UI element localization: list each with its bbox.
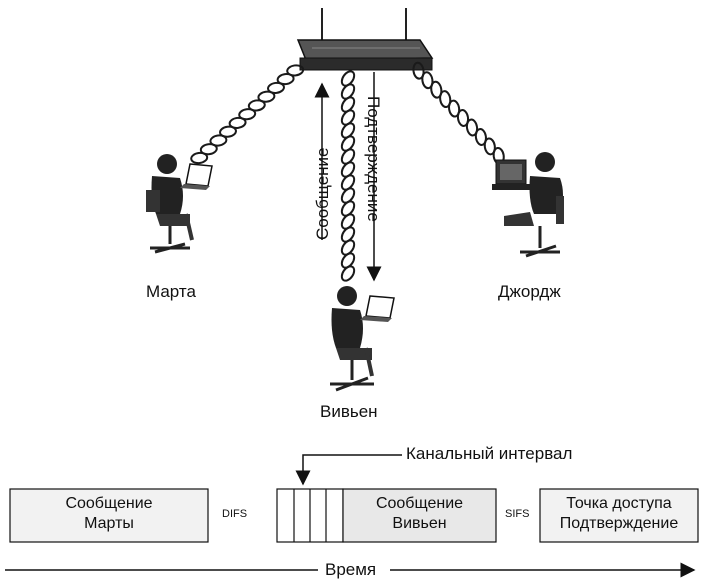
coil-loop <box>340 83 356 100</box>
coil-loop <box>340 122 356 139</box>
vivien-message-line1: Сообщение <box>375 495 464 512</box>
slot-interval-label: Канальный интервал <box>406 444 573 463</box>
coil-loop <box>199 143 218 156</box>
marta-radio-link <box>190 64 305 165</box>
coil-loop <box>340 174 356 191</box>
vivien-radio-link <box>340 70 356 282</box>
coil-loop <box>219 125 237 138</box>
vivien-message-line2: Вивьен <box>392 515 447 532</box>
slot-pointer <box>295 454 402 486</box>
coil-loop <box>340 109 356 126</box>
coil-loop <box>340 187 356 204</box>
vivien-label: Вивьен <box>320 402 378 421</box>
coil-loop <box>412 61 425 80</box>
coil-loop <box>421 71 434 90</box>
sifs-label: SIFS <box>505 508 530 520</box>
coil-loop <box>340 200 356 217</box>
coil-loop <box>439 90 452 109</box>
george-person-icon <box>492 152 564 258</box>
difs-label: DIFS <box>222 508 248 520</box>
coil-loop <box>340 265 356 282</box>
coil-loop <box>340 252 356 269</box>
time-axis-label: Время <box>325 560 377 579</box>
coil-loop <box>340 96 356 113</box>
ap-ack-line2: Подтверждение <box>559 515 679 532</box>
timeline <box>5 454 699 578</box>
coil-loop <box>456 109 470 127</box>
vivien-person-icon <box>330 286 395 392</box>
coil-loop <box>257 90 276 103</box>
coil-loop <box>190 151 209 165</box>
coil-loop <box>276 73 295 86</box>
coil-loop <box>340 239 356 256</box>
coil-loop <box>474 128 487 146</box>
coil-loop <box>465 118 479 137</box>
coil-loop <box>340 161 356 178</box>
coil-loop <box>340 148 356 165</box>
radio-links <box>190 61 505 282</box>
coil-loop <box>286 64 305 77</box>
coil-loop <box>267 81 285 94</box>
ap-ack-line1: Точка доступа <box>566 495 672 512</box>
george-label: Джордж <box>498 282 561 301</box>
ap-ack-box <box>539 488 699 543</box>
message-link-label: Сообщение <box>313 147 332 240</box>
marta-person-icon <box>146 154 213 254</box>
coil-loop <box>228 116 247 129</box>
coil-loop <box>340 70 356 87</box>
coil-loop <box>247 99 266 112</box>
access-point-icon <box>296 8 434 71</box>
coil-loop <box>209 134 228 147</box>
vivien-message-text: Сообщение Вивьен <box>343 494 496 534</box>
coil-loop <box>483 137 496 156</box>
coil-loop <box>340 135 356 152</box>
coil-loop <box>238 108 257 121</box>
coil-loop <box>430 80 443 99</box>
marta-message-text: Сообщение Марты <box>10 494 208 534</box>
ack-link-label: Подтверждение <box>364 96 383 222</box>
coil-loop <box>340 213 356 230</box>
george-radio-link <box>412 61 505 165</box>
marta-message-box <box>9 488 209 543</box>
marta-label: Марта <box>146 282 196 301</box>
coil-loop <box>340 226 356 243</box>
vivien-message-box <box>342 488 497 543</box>
marta-message-line2: Марты <box>84 515 134 532</box>
coil-loop <box>448 99 461 118</box>
marta-message-line1: Сообщение <box>65 495 153 512</box>
ap-ack-text: Точка доступа Подтверждение <box>540 494 698 534</box>
